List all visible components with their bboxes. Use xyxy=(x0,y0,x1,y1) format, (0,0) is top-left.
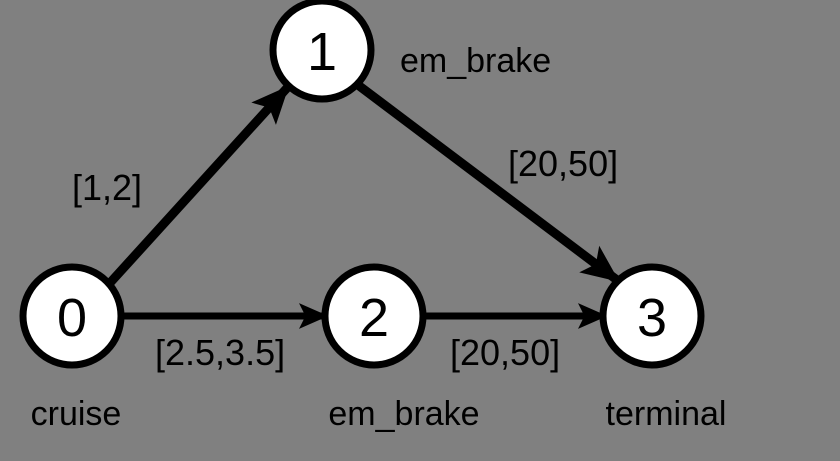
edge-1-to-3[interactable]: [20,50] xyxy=(355,81,620,284)
edge-0-to-2-guard-label: [2.5,3.5] xyxy=(155,332,285,373)
node-0-circle xyxy=(19,263,125,369)
node-2-state-name: em_brake xyxy=(328,395,479,433)
edge-0-to-2[interactable]: [2.5,3.5] xyxy=(122,303,329,373)
node-3-id-label: 3 xyxy=(637,288,667,348)
node-3[interactable]: 3 xyxy=(599,263,705,369)
node-1-circle xyxy=(269,0,375,103)
node-0-id-label: 0 xyxy=(57,288,87,348)
node-2[interactable]: 2 xyxy=(321,263,427,369)
edge-1-to-3-line xyxy=(355,81,620,284)
edge-0-to-1-guard-label: [1,2] xyxy=(72,167,142,208)
node-1-state-name: em_brake xyxy=(400,42,551,80)
node-0[interactable]: 0 xyxy=(19,263,125,369)
edge-1-to-3-guard-label: [20,50] xyxy=(508,143,618,184)
node-0-state-name: cruise xyxy=(31,395,122,433)
node-2-circle xyxy=(321,263,427,369)
node-1-id-label: 1 xyxy=(307,22,337,82)
node-2-id-label: 2 xyxy=(359,288,389,348)
node-1[interactable]: 1 xyxy=(269,0,375,103)
node-3-circle xyxy=(599,263,705,369)
edge-0-to-1[interactable]: [1,2] xyxy=(72,84,291,288)
edge-2-to-3[interactable]: [20,50] xyxy=(424,303,608,373)
node-3-state-name: terminal xyxy=(606,395,727,433)
edge-0-to-1-line xyxy=(105,84,291,288)
edge-2-to-3-guard-label: [20,50] xyxy=(450,332,560,373)
